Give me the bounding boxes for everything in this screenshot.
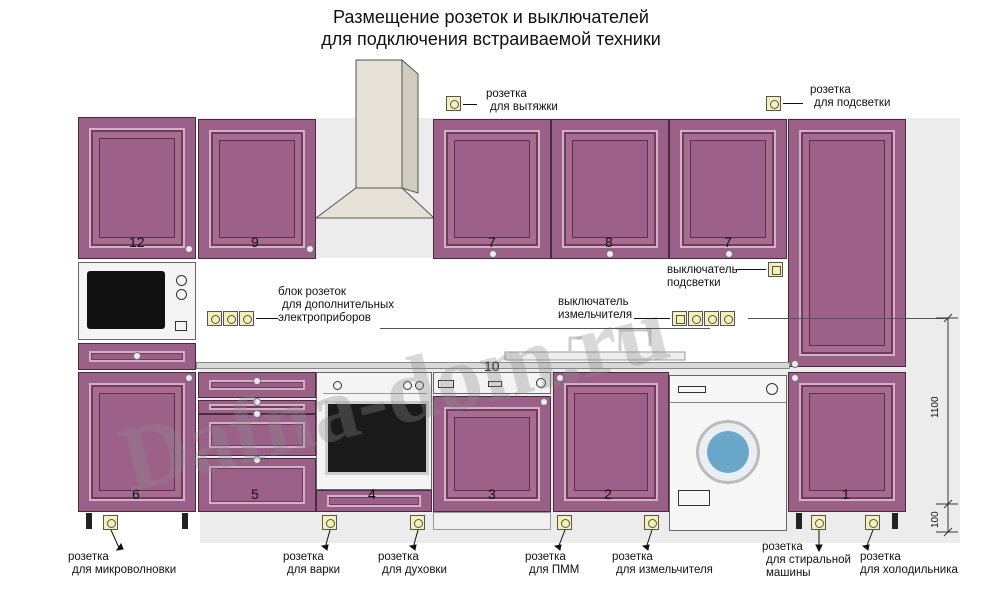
lower-cabinet-2 [553, 372, 669, 512]
cabinet-number-9: 9 [251, 234, 259, 250]
socket-grinder-2-icon [704, 311, 719, 326]
microwave [78, 262, 196, 340]
arrow [634, 318, 670, 319]
socket-grinder-3-icon [720, 311, 735, 326]
label-block: блок розеток для дополнительных электроп… [278, 286, 395, 324]
socket-hood-icon [446, 96, 461, 111]
switch-grinder-icon [672, 311, 687, 326]
washing-machine [669, 375, 787, 531]
knob [791, 374, 799, 382]
knob [306, 245, 314, 253]
title-line-1: Размещение розеток и выключателей [333, 7, 649, 27]
upper-cabinet-8 [551, 119, 669, 259]
knob [725, 250, 733, 258]
label-dishwasher: розетка для ПММ [525, 551, 580, 576]
arrow [783, 103, 803, 104]
cabinet-number-10: 10 [484, 358, 500, 374]
cabinet-number-2: 2 [604, 486, 612, 502]
upper-cabinet-7a [433, 119, 551, 259]
label-hob: розетка для варки [283, 551, 341, 576]
cabinet-number-5: 5 [251, 486, 259, 502]
cabinet-number-12: 12 [129, 234, 145, 250]
leg [892, 513, 898, 529]
socket-dishwasher-icon [557, 515, 572, 530]
range-hood [314, 58, 436, 219]
knob [253, 377, 261, 385]
label-switch-light: выключатель подсветки [667, 264, 738, 289]
upper-cabinet-9 [198, 119, 316, 259]
socket-block-3-icon [239, 311, 254, 326]
lower-cabinet-1 [788, 372, 906, 512]
cabinet-number-8: 8 [605, 234, 613, 250]
socket-washer-icon [811, 515, 826, 530]
cabinet-number-7a: 7 [488, 234, 496, 250]
knob [133, 352, 141, 360]
oven [316, 372, 432, 490]
label-oven: розетка для духовки [378, 551, 447, 576]
cabinet-number-6: 6 [132, 486, 140, 502]
knob [253, 398, 261, 406]
diagram-title: Размещение розеток и выключателей для по… [0, 6, 982, 50]
leg [182, 513, 188, 529]
dimension-lines [936, 313, 958, 537]
leg [86, 513, 92, 529]
socket-block-1-icon [207, 311, 222, 326]
knob [606, 250, 614, 258]
lower-cabinet-6 [78, 372, 196, 512]
leader-line [380, 328, 710, 329]
arrow [256, 318, 278, 319]
splashback [196, 258, 790, 362]
upper-cabinet-12 [78, 117, 196, 259]
socket-block-2-icon [223, 311, 238, 326]
arrow [463, 104, 477, 105]
leg [796, 513, 802, 529]
knob [540, 398, 548, 406]
label-washer: розетка для стиральной машины [762, 541, 851, 579]
sink-faucet [504, 328, 686, 361]
arrow [736, 269, 766, 270]
bottom-arrows [110, 529, 874, 553]
socket-hob-icon [322, 515, 337, 530]
socket-light-icon [766, 96, 781, 111]
dimension-1100: 1100 [930, 396, 941, 418]
dishwasher-panel [433, 372, 551, 394]
cabinet-number-1: 1 [842, 486, 850, 502]
title-line-2: для подключения встраиваемой техники [321, 29, 661, 49]
knob [253, 410, 261, 418]
switch-light-icon [768, 262, 783, 277]
cabinet-number-4: 4 [368, 486, 376, 502]
label-fridge: розетка для холодильника [860, 551, 958, 576]
knob [489, 250, 497, 258]
knob [791, 360, 799, 368]
countertop [196, 362, 790, 369]
label-grinder: розетка для измельчителя [612, 551, 713, 576]
knob [185, 374, 193, 382]
socket-grinder-icon [644, 515, 659, 530]
socket-grinder-1-icon [688, 311, 703, 326]
socket-oven-icon [410, 515, 425, 530]
label-switch-grinder: выключатель измельчителя [558, 296, 633, 321]
leader-line [748, 318, 948, 319]
upper-cabinet-7b [669, 119, 787, 259]
label-hood: розетка для вытяжки [486, 88, 558, 113]
knob [185, 245, 193, 253]
cabinet-number-3: 3 [488, 486, 496, 502]
lower-cabinet-3 [433, 396, 551, 512]
knob [556, 374, 564, 382]
tall-cabinet-upper [788, 119, 906, 367]
label-microwave: розетка для микроволновки [68, 551, 177, 576]
cabinet-number-7b: 7 [724, 234, 732, 250]
socket-microwave-icon [103, 515, 118, 530]
drawer-4 [316, 490, 432, 512]
dimension-100: 100 [930, 511, 941, 528]
socket-fridge-icon [865, 515, 880, 530]
plinth [433, 512, 551, 530]
label-light: розетка для подсветки [810, 84, 891, 109]
knob [253, 456, 261, 464]
